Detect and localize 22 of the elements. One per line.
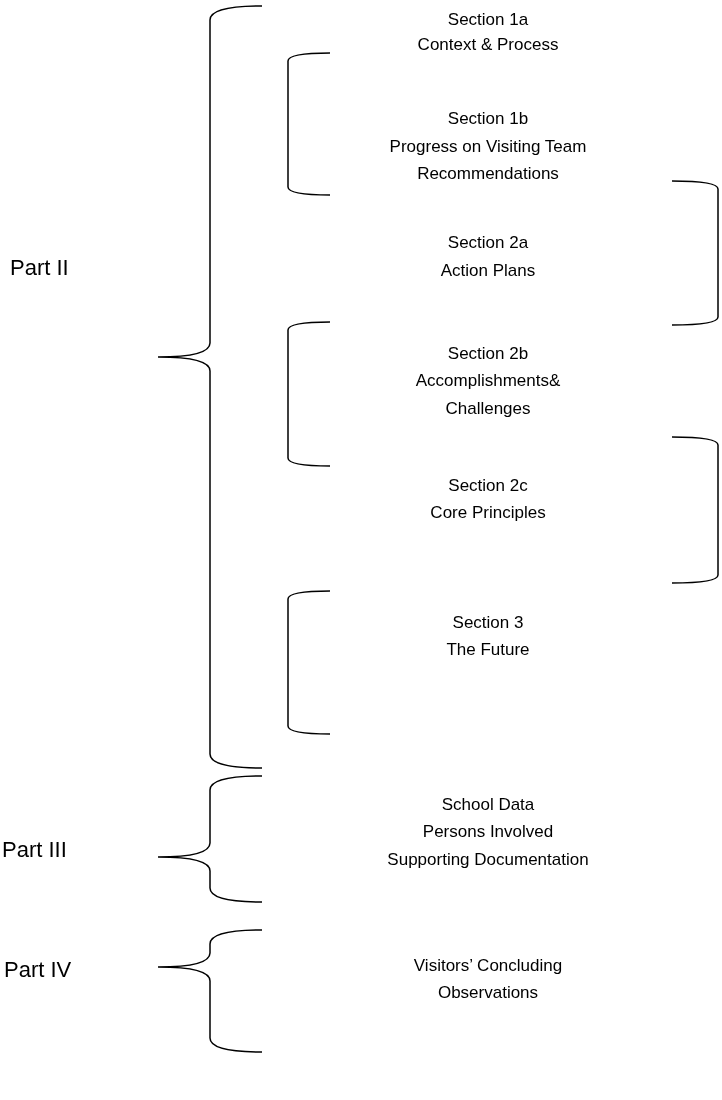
- section-text: Visitors’ Concluding: [413, 956, 563, 976]
- section-text: Section 2b: [447, 344, 529, 364]
- section-text: Section 1b: [447, 109, 529, 129]
- section-text: Persons Involved: [422, 822, 554, 842]
- part-label: Part III: [2, 837, 67, 863]
- section-text: Challenges: [445, 399, 531, 419]
- section-text: Supporting Documentation: [387, 850, 589, 870]
- section-text: Observations: [437, 983, 539, 1003]
- section-text: Action Plans: [440, 261, 536, 281]
- section-text: Section 2a: [447, 233, 529, 253]
- section-text: Section 3: [452, 613, 524, 633]
- section-text: Section 1a: [447, 10, 529, 30]
- part-label: Part II: [10, 255, 69, 281]
- section-text: The Future: [446, 640, 530, 660]
- section-text: Accomplishments&: [415, 371, 561, 391]
- part-label: Part IV: [4, 957, 72, 983]
- section-text: Section 2c: [448, 476, 528, 496]
- section-text: Progress on Visiting Team: [389, 137, 587, 157]
- section-text: Context & Process: [417, 35, 559, 55]
- section-text: Core Principles: [430, 503, 546, 523]
- section-text: School Data: [441, 795, 535, 815]
- section-text: Recommendations: [417, 164, 559, 184]
